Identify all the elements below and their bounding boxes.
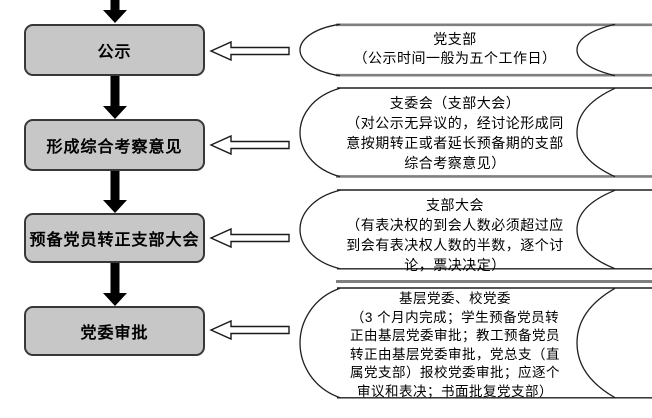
flow-step-branch-meeting: 预备党员转正支部大会 xyxy=(24,213,205,263)
flow-step-publicity: 公示 xyxy=(24,24,205,76)
annotation-shape-party-branch: 党支部 （公示时间一般为五个工作日） xyxy=(290,23,652,77)
down-arrow-icon xyxy=(103,262,127,306)
annotation-line: 转正由基层党委审批，党总支（直 xyxy=(350,346,560,362)
annotation-shape-party-committees: 基层党委、校党委 （3 个月内完成；学生预备党员转 正由基层党委审批；教工预备党… xyxy=(290,287,652,399)
annotation-line: （3 个月内完成；学生预备党员转 xyxy=(350,309,560,325)
separator-line xyxy=(336,280,652,283)
annotation-title: 基层党委、校党委 xyxy=(399,291,511,306)
annotation-shape-branch-committee: 支委会（支部大会） （对公示无异议的，经讨论形成同 意按期转正或者延长预备期的支… xyxy=(290,87,652,178)
left-arrow-icon xyxy=(209,319,290,341)
annotation-line: 属党支部）报校党委审批；应逐个 xyxy=(350,365,560,381)
cylinder-shape-icon xyxy=(299,87,652,178)
down-arrow-icon xyxy=(103,170,127,213)
annotation-line: 审议和表决；书面批复党支部） xyxy=(357,383,553,399)
annotation-line: 综合考察意见） xyxy=(404,155,506,171)
annotation-line: （有表决权的到会人数必须超过应 xyxy=(346,217,564,233)
flow-step-label: 形成综合考察意见 xyxy=(46,139,183,156)
down-arrow-icon xyxy=(103,76,127,119)
annotation-title: 支部大会 xyxy=(426,197,484,213)
left-arrow-icon xyxy=(209,134,290,156)
annotation-line: 到会有表决权人数的半数，逐个讨 xyxy=(346,237,564,253)
annotation-line: 意按期转正或者延长预备期的支部 xyxy=(346,135,564,151)
annotation-shape-branch-congress: 支部大会 （有表决权的到会人数必须超过应 到会有表决权人数的半数，逐个讨 论，票… xyxy=(290,189,652,273)
flow-step-label: 预备党员转正支部大会 xyxy=(29,232,200,249)
annotation-line: 正由基层党委审批；教工预备党员 xyxy=(350,328,560,344)
annotation-line: （公示时间一般为五个工作日） xyxy=(353,50,557,66)
cylinder-shape-icon xyxy=(299,189,652,270)
flow-step-form-opinion: 形成综合考察意见 xyxy=(24,119,205,171)
left-arrow-icon xyxy=(209,227,290,249)
flow-step-committee-approval: 党委审批 xyxy=(24,306,205,356)
annotation-title: 支委会（支部大会） xyxy=(389,95,521,111)
left-arrow-icon xyxy=(209,40,290,62)
cylinder-shape-icon xyxy=(299,287,652,399)
down-arrow-icon xyxy=(103,0,127,23)
flow-step-label: 党委审批 xyxy=(80,325,149,342)
flow-step-label: 公示 xyxy=(97,44,132,61)
annotation-line: （对公示无异议的，经讨论形成同 xyxy=(346,115,564,131)
annotation-line: 论，票决决定） xyxy=(404,257,506,273)
cylinder-shape-icon xyxy=(299,23,652,77)
annotation-title: 党支部 xyxy=(433,31,477,47)
